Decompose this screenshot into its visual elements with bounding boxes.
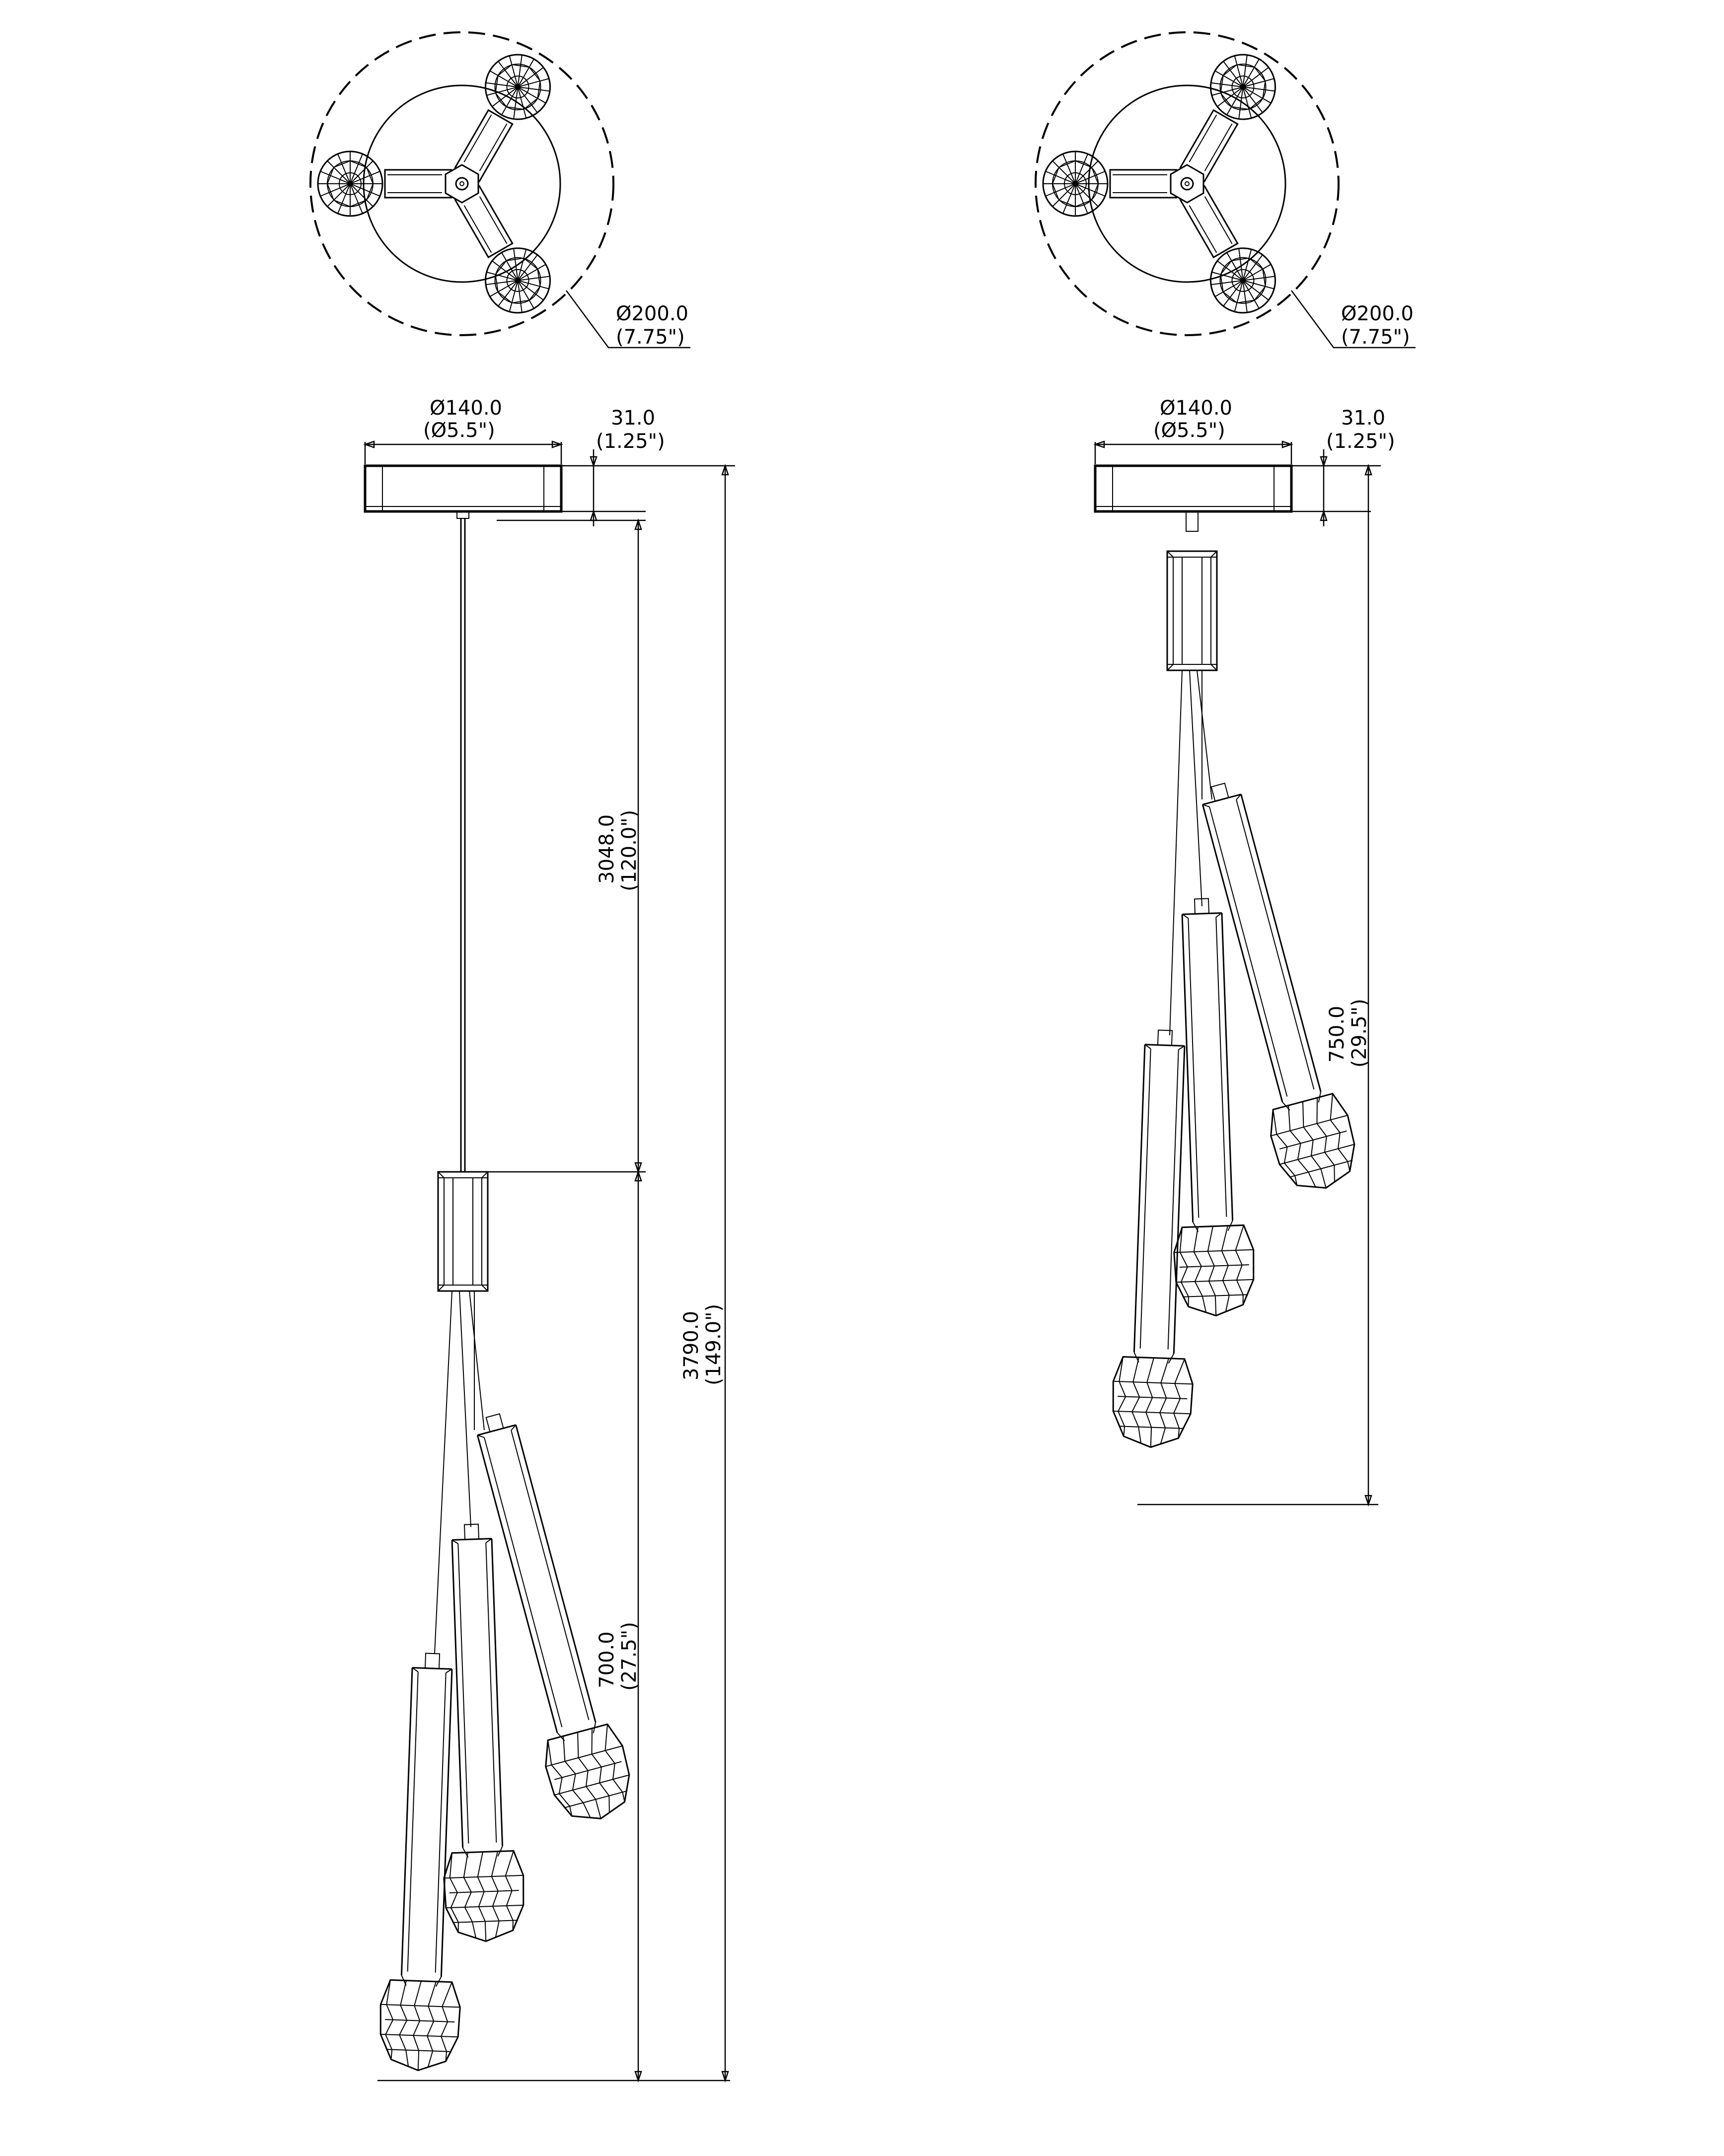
left-canopy-height-inch-label: (1.25") bbox=[596, 430, 665, 453]
right-pendant-long bbox=[1111, 1029, 1205, 1448]
right-elevation-view: Ø200.0 (7.75") Ø140.0 (Ø5.5") 31.0 (1.25… bbox=[1036, 32, 1416, 1507]
right-overall-height-label: 750.0 bbox=[1326, 1006, 1349, 1063]
right-pendant-short bbox=[1180, 775, 1364, 1198]
left-overall-height-label: 3790.0 bbox=[680, 1311, 703, 1380]
right-top-diameter-label: Ø200.0 bbox=[1341, 302, 1414, 325]
left-canopy-height-label: 31.0 bbox=[611, 407, 655, 430]
right-canopy-height-label: 31.0 bbox=[1341, 407, 1385, 430]
right-plan-view bbox=[1036, 32, 1339, 335]
right-canopy bbox=[1094, 464, 1293, 532]
right-canopy-height-inch-label: (1.25") bbox=[1326, 430, 1395, 453]
right-canopy-diameter-inch-label: (Ø5.5") bbox=[1153, 419, 1225, 442]
left-cable-length-inch-label: (120.0") bbox=[618, 810, 641, 891]
left-canopy-diameter-inch-label: (Ø5.5") bbox=[423, 419, 495, 442]
left-pendant-length-inch-label: (27.5") bbox=[618, 1622, 641, 1691]
left-cable-length-label: 3048.0 bbox=[596, 814, 618, 884]
left-elevation-view: Ø200.0 (7.75") Ø140.0 (Ø5.5") 31.0 (1.25… bbox=[310, 32, 735, 2083]
left-pendant-short bbox=[454, 1405, 639, 1829]
right-overall-height-inch-label: (29.5") bbox=[1348, 999, 1371, 1068]
left-top-diameter-inch-label: (7.75") bbox=[616, 326, 685, 349]
right-top-diameter-inch-label: (7.75") bbox=[1341, 326, 1410, 349]
left-pendant-mid bbox=[432, 1523, 525, 1942]
left-plan-view bbox=[310, 32, 613, 335]
left-top-diameter-label: Ø200.0 bbox=[616, 302, 688, 325]
right-canopy-diameter-label: Ø140.0 bbox=[1160, 397, 1232, 420]
left-canopy bbox=[364, 464, 563, 519]
left-pendant-length-label: 700.0 bbox=[596, 1631, 618, 1688]
left-overall-height-inch-label: (149.0") bbox=[702, 1304, 725, 1385]
right-pendant-mid bbox=[1162, 897, 1256, 1317]
left-canopy-diameter-label: Ø140.0 bbox=[430, 397, 502, 420]
